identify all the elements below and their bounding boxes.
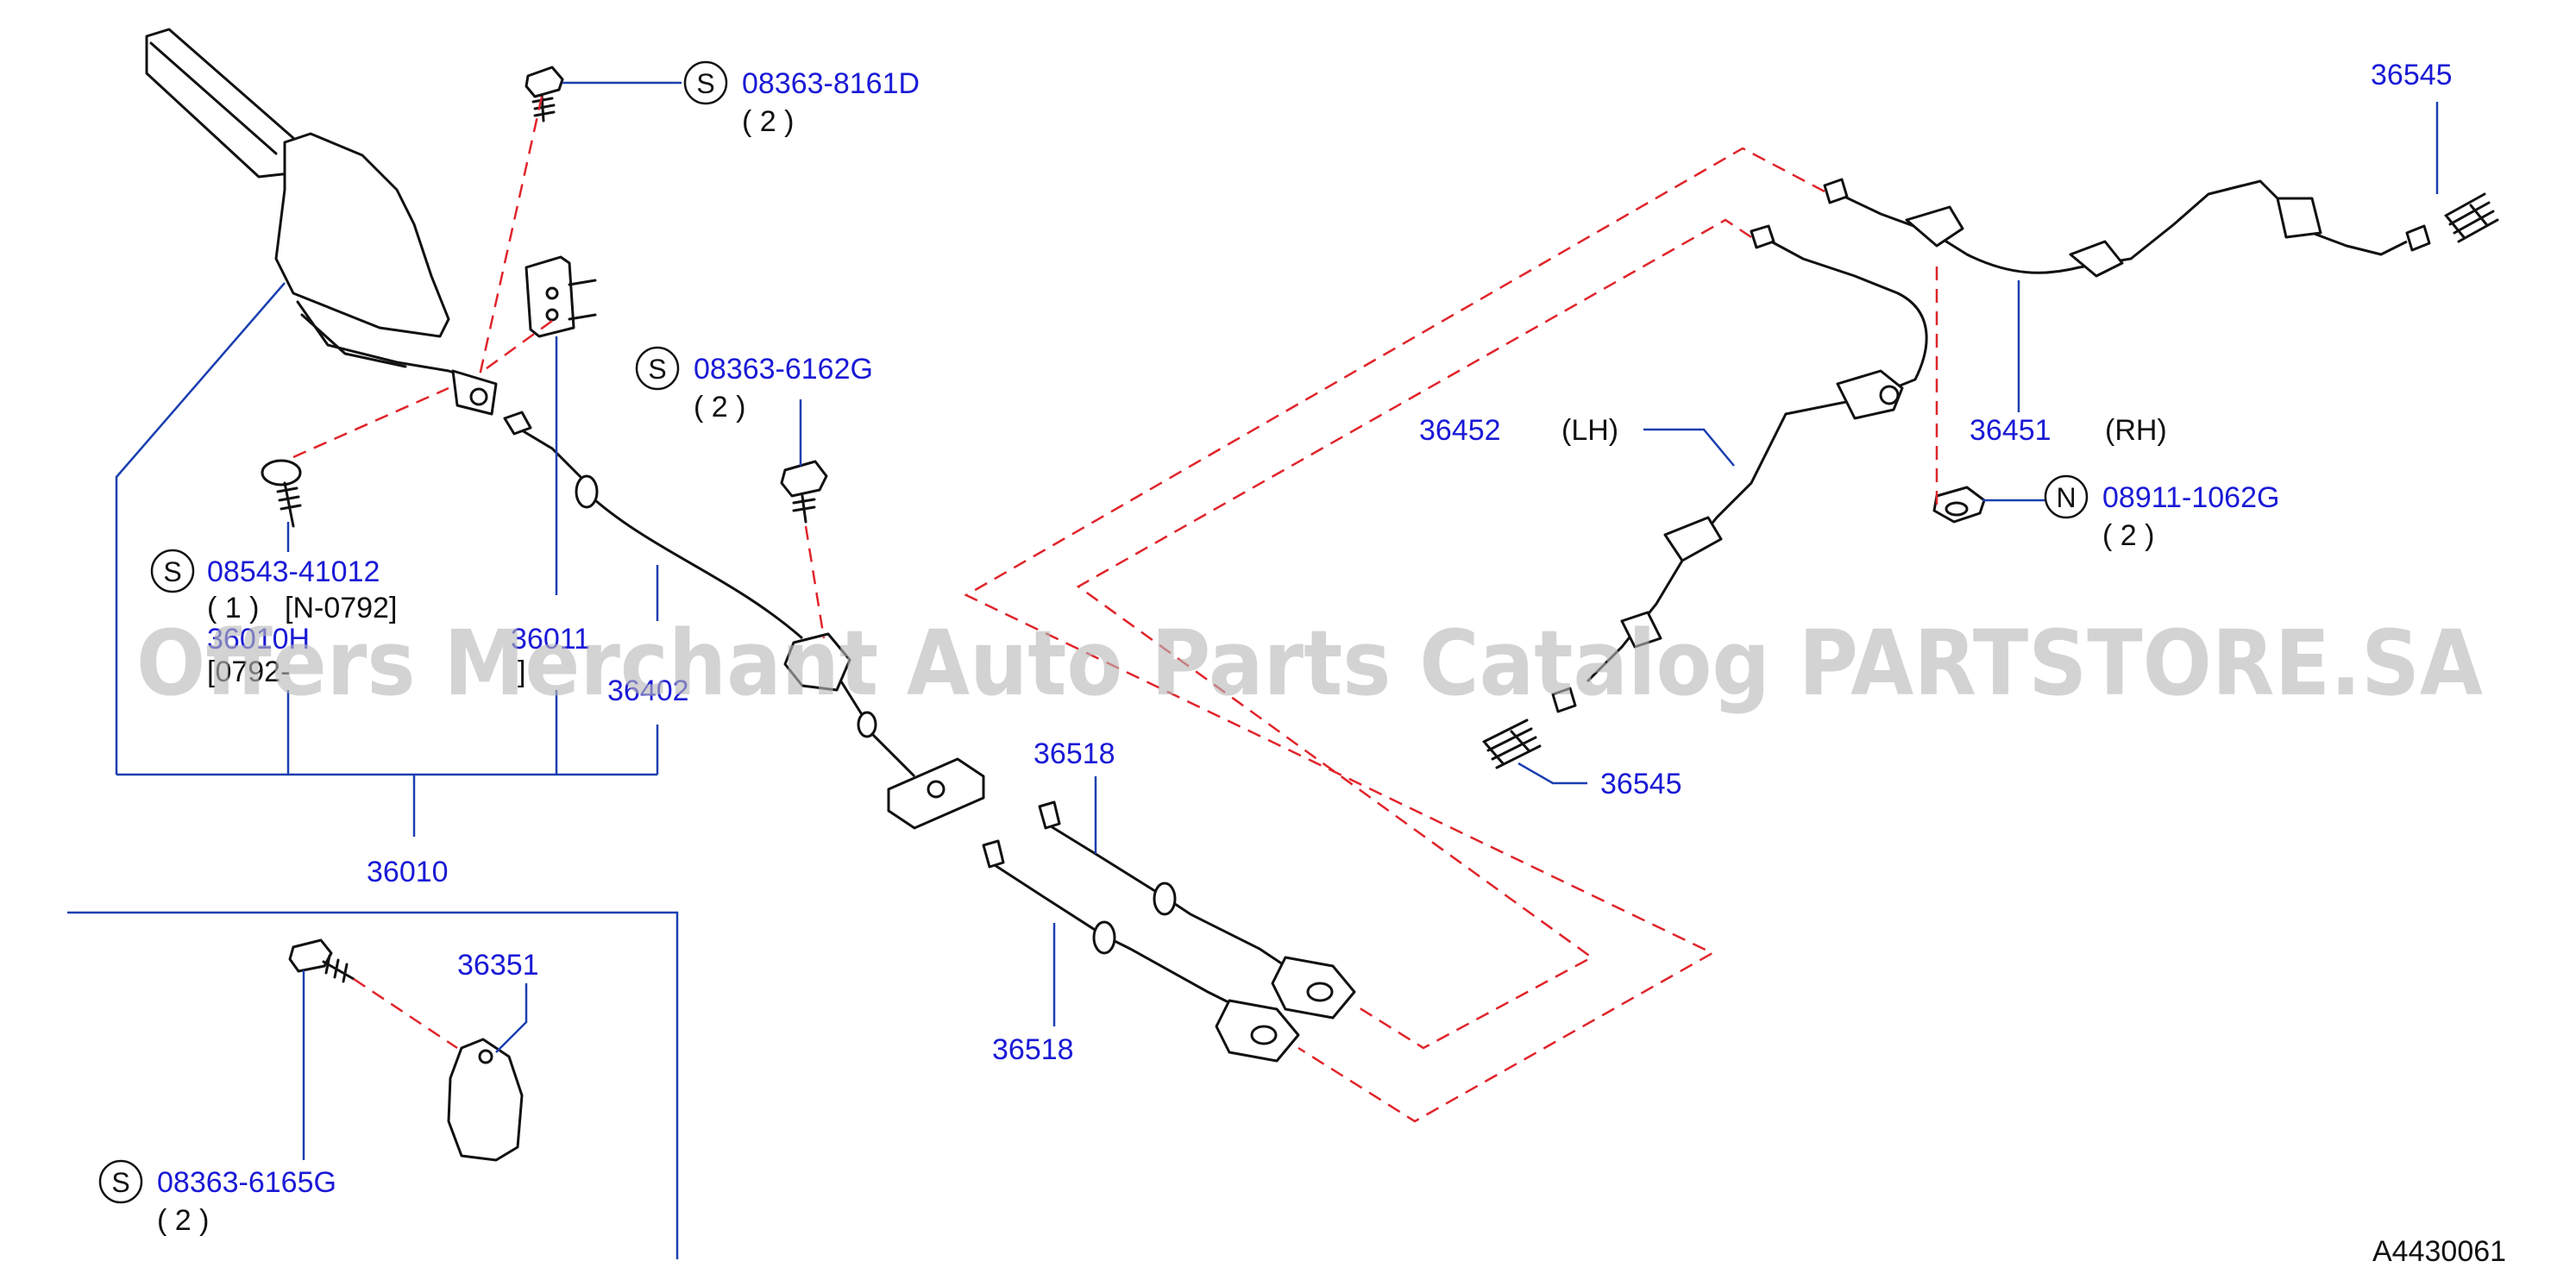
part-number-36545-top[interactable]: 36545 (2371, 59, 2453, 91)
part-number-36010[interactable]: 36010 (367, 856, 449, 888)
part-number-36402[interactable]: 36402 (607, 675, 689, 707)
watermark-text: Offers Merchant Auto Parts Catalog PARTS… (136, 611, 2483, 716)
part-number-36011[interactable]: 36011 (511, 623, 590, 656)
symbol-s-8161D: S (683, 60, 728, 105)
qty-08363-6165G: ( 2 ) (157, 1204, 209, 1237)
symbol-s-label: S (111, 1167, 129, 1198)
part-number-36010H[interactable]: 36010H (207, 623, 310, 656)
parking-brake-lever-drawing (145, 28, 498, 416)
cable-36451-rh-drawing (1823, 178, 2431, 278)
screw-41012-drawing (261, 459, 302, 528)
nut-1062G-drawing (1932, 486, 1986, 524)
part-number-36452[interactable]: 36452 (1419, 414, 1501, 447)
cable-36518-upper-drawing (1038, 800, 1356, 1020)
symbol-s-label: S (696, 68, 714, 99)
symbol-s-41012: S (150, 549, 195, 593)
symbol-s-6162G: S (635, 346, 680, 391)
part-number-08363-6165G[interactable]: 08363-6165G (157, 1166, 336, 1199)
side-36451: (RH) (2105, 414, 2167, 447)
side-36452: (LH) (1561, 414, 1618, 447)
note-36011: ] (518, 656, 525, 688)
symbol-n-1062G: N (2044, 474, 2089, 519)
qty-08543-41012: ( 1 ) (207, 592, 259, 624)
note-36010H: [0792- (207, 656, 290, 688)
qty-08363-6162G: ( 2 ) (694, 391, 745, 424)
part-number-36451[interactable]: 36451 (1970, 414, 2051, 447)
part-number-36351[interactable]: 36351 (457, 949, 539, 982)
bracket-drawing (525, 255, 597, 338)
part-number-36518-upper[interactable]: 36518 (1034, 737, 1115, 770)
part-number-08363-6162G[interactable]: 08363-6162G (694, 353, 873, 386)
symbol-s-6165G: S (98, 1159, 143, 1204)
part-number-36518-lower[interactable]: 36518 (992, 1033, 1074, 1066)
front-cable-drawing (503, 411, 985, 830)
note-08543-41012: [N-0792] (285, 592, 397, 624)
spring-36545-mid-drawing (1482, 718, 1542, 769)
assembly-dashed-lines (292, 96, 1938, 1123)
cable-36452-lh-drawing (1551, 224, 1928, 713)
cover-36351-drawing (447, 1038, 524, 1162)
symbol-s-label: S (163, 556, 181, 587)
bolt-6165G-drawing (288, 938, 355, 983)
leader-lines (67, 81, 2439, 1259)
part-number-08911-1062G[interactable]: 08911-1062G (2102, 481, 2279, 514)
qty-08363-8161D: ( 2 ) (742, 105, 794, 138)
part-number-08543-41012[interactable]: 08543-41012 (207, 555, 380, 588)
diagram-code: A4430061 (2372, 1235, 2506, 1268)
cable-36518-lower-drawing (982, 839, 1300, 1063)
bolt-6162G-drawing (780, 460, 828, 524)
qty-08911-1062G: ( 2 ) (2102, 519, 2154, 552)
spring-36545-top-drawing (2444, 192, 2499, 243)
symbol-s-label: S (648, 354, 666, 385)
bolt-8161D-drawing (525, 66, 564, 122)
part-number-36545-mid[interactable]: 36545 (1600, 768, 1682, 800)
symbol-n-label: N (2056, 482, 2076, 513)
part-number-08363-8161D[interactable]: 08363-8161D (742, 67, 920, 100)
